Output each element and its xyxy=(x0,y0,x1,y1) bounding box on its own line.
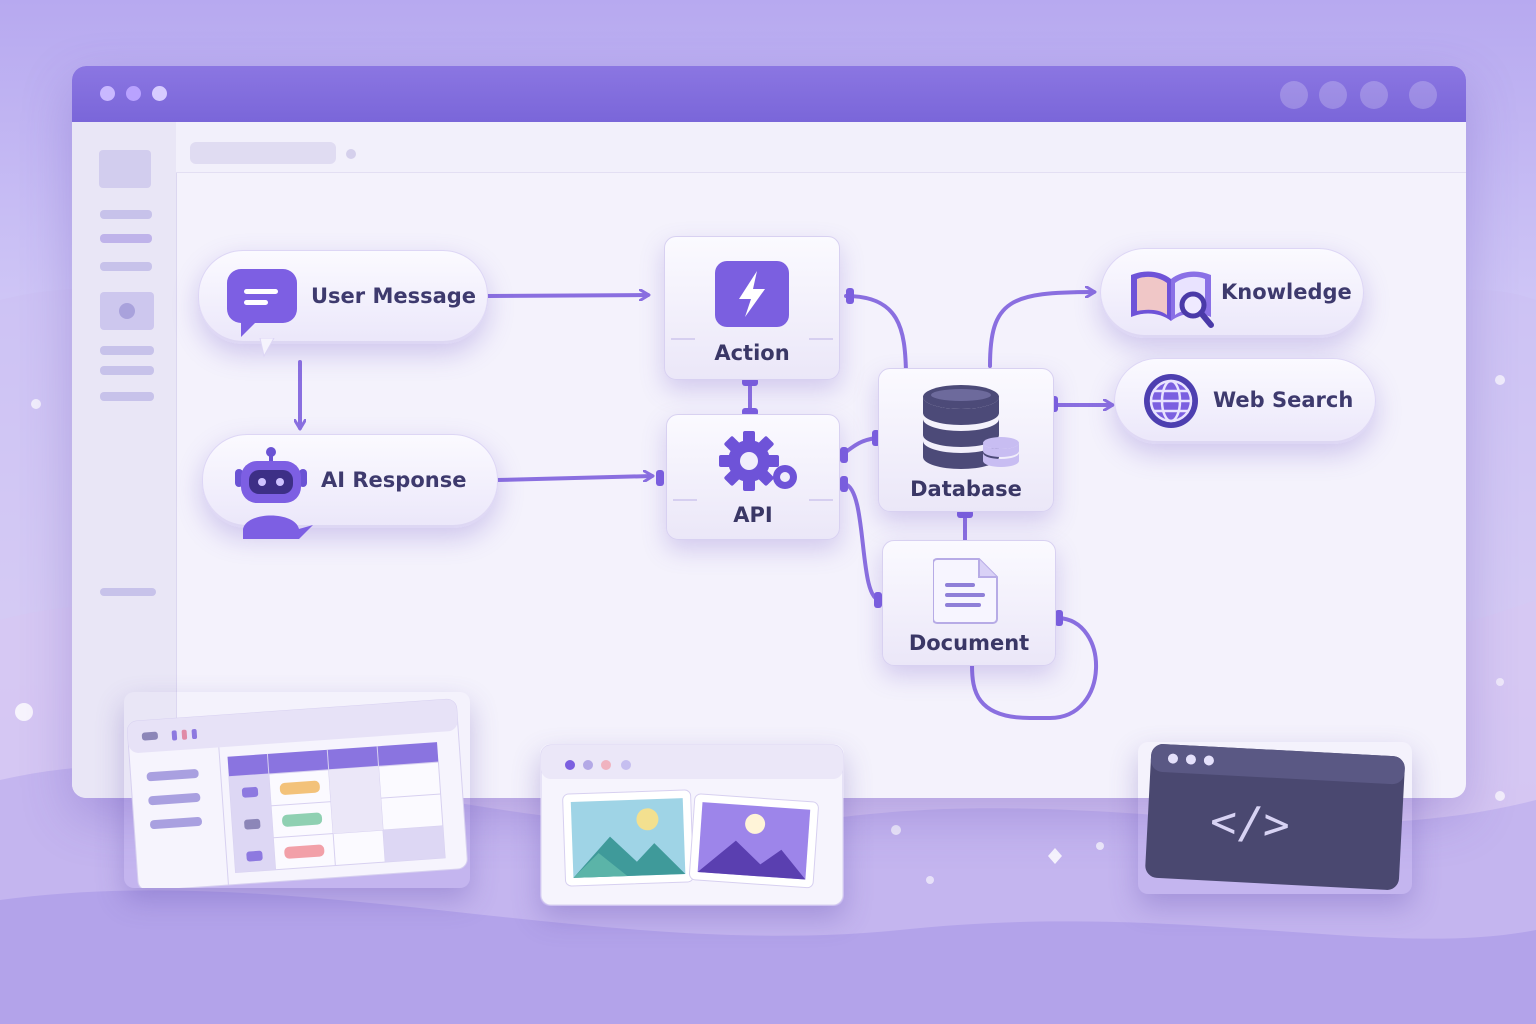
window-dot-icon[interactable] xyxy=(126,86,141,101)
connector-doc-loop xyxy=(970,616,1099,720)
user-message-label: User Message xyxy=(311,284,477,308)
code-symbol-icon: </> xyxy=(1208,795,1292,852)
document-node[interactable]: Document xyxy=(882,540,1056,666)
connector-api-doc xyxy=(843,482,882,602)
sidebar-item[interactable] xyxy=(100,366,154,375)
document-label: Document xyxy=(908,631,1030,655)
window-control-icon[interactable] xyxy=(1280,81,1308,109)
gear-icon xyxy=(719,431,797,491)
bubble-tail-icon xyxy=(259,338,275,358)
table-card[interactable] xyxy=(124,692,470,888)
web-search-node[interactable]: Web Search xyxy=(1114,358,1376,444)
window-dot-icon[interactable] xyxy=(100,86,115,101)
database-icon xyxy=(923,385,1019,469)
action-node[interactable]: Action xyxy=(664,236,840,380)
sidebar-logo-placeholder xyxy=(99,150,151,188)
database-node[interactable]: Database xyxy=(878,368,1054,512)
robot-icon xyxy=(235,447,313,539)
window-control-icon[interactable] xyxy=(1319,81,1347,109)
sidebar xyxy=(72,122,177,798)
toolbar xyxy=(176,122,1466,173)
code-card[interactable] xyxy=(1138,742,1412,894)
document-icon xyxy=(933,558,998,624)
search-bar[interactable] xyxy=(190,142,336,164)
api-node[interactable]: API xyxy=(666,414,840,540)
window-titlebar xyxy=(72,66,1466,122)
api-label: API xyxy=(733,503,773,527)
ai-response-node[interactable]: AI Response xyxy=(202,434,498,539)
user-message-node[interactable]: User Message xyxy=(198,250,488,344)
database-label: Database xyxy=(910,477,1022,501)
sidebar-item[interactable] xyxy=(100,346,154,355)
connector-ai-api xyxy=(495,476,652,480)
sidebar-item[interactable] xyxy=(100,234,152,243)
lightning-bolt-icon xyxy=(715,261,789,327)
knowledge-node[interactable]: Knowledge xyxy=(1100,248,1364,338)
knowledge-label: Knowledge xyxy=(1221,280,1352,304)
sidebar-item[interactable] xyxy=(100,392,154,401)
window-control-icon[interactable] xyxy=(1360,81,1388,109)
ai-response-label: AI Response xyxy=(321,468,467,492)
connector-db-knowledge xyxy=(988,292,1094,368)
window-control-icon[interactable] xyxy=(1409,81,1437,109)
toolbar-dot-icon xyxy=(346,149,356,159)
window-dot-icon[interactable] xyxy=(152,86,167,101)
action-label: Action xyxy=(714,341,790,365)
book-search-icon xyxy=(1131,271,1214,328)
web-search-label: Web Search xyxy=(1213,388,1354,412)
globe-icon xyxy=(1144,374,1198,428)
sidebar-image-placeholder[interactable] xyxy=(100,292,154,330)
image-gallery-card[interactable] xyxy=(540,744,844,906)
sidebar-footer-item[interactable] xyxy=(100,588,156,596)
sidebar-item[interactable] xyxy=(100,210,152,219)
connector-user-action xyxy=(486,295,648,296)
connector-action-db xyxy=(844,294,908,374)
sidebar-item[interactable] xyxy=(100,262,152,271)
chat-bubble-icon xyxy=(227,269,297,337)
